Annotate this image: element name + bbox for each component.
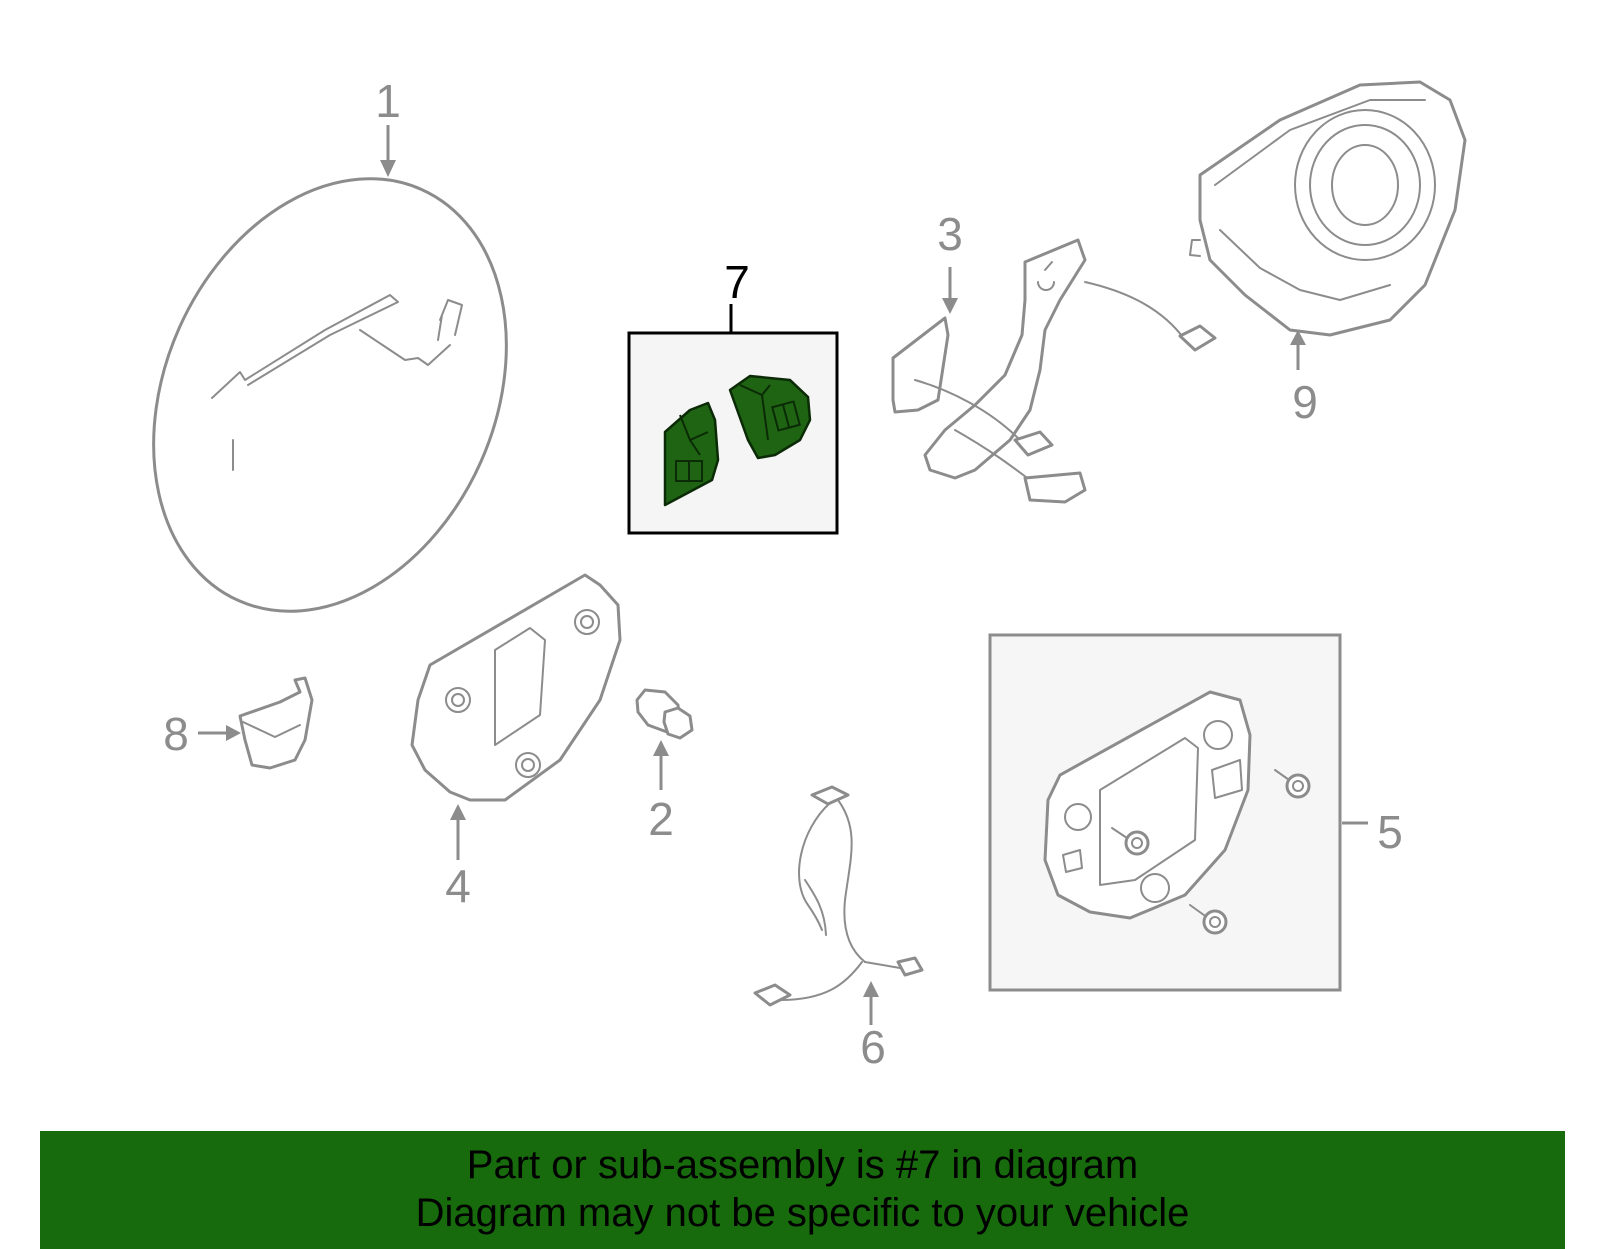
arrow-9 <box>1290 330 1306 345</box>
callout-3: 3 <box>937 208 963 260</box>
callout-4: 4 <box>445 860 471 912</box>
part-5-module-kit <box>988 633 1342 992</box>
callout-7: 7 <box>724 256 750 308</box>
switch-right <box>728 374 812 460</box>
arrow-6 <box>863 981 879 997</box>
callout-1: 1 <box>375 75 401 127</box>
arrow-3 <box>942 298 958 314</box>
part-4-rear-cover <box>410 573 622 802</box>
arrow-4 <box>450 804 466 820</box>
part-7-switch-assembly <box>627 331 839 535</box>
screw-c <box>1189 904 1228 935</box>
switch-left <box>663 401 720 507</box>
callout-2: 2 <box>648 793 674 845</box>
arrow-2 <box>653 740 669 756</box>
arrow-8 <box>226 725 241 741</box>
part-3-bracket-harness <box>891 238 1217 504</box>
callout-5: 5 <box>1377 806 1403 858</box>
part-1-steering-wheel <box>152 177 508 613</box>
part-9-airbag <box>1189 80 1467 337</box>
callout-9: 9 <box>1292 376 1318 428</box>
part-8-bezel <box>238 676 314 770</box>
part-2-bolt <box>635 688 694 740</box>
banner-line-part-number: Part or sub-assembly is #7 in diagram <box>466 1143 1139 1187</box>
screw-a <box>1274 769 1311 799</box>
screw-b <box>1111 827 1150 856</box>
info-banner: Part or sub-assembly is #7 in diagram Di… <box>40 1131 1565 1249</box>
callout-8: 8 <box>163 708 189 760</box>
part-6-wiring-harness <box>753 785 924 1007</box>
arrow-1 <box>380 160 396 177</box>
callout-6: 6 <box>860 1021 886 1073</box>
banner-line-disclaimer: Diagram may not be specific to your vehi… <box>415 1191 1190 1235</box>
